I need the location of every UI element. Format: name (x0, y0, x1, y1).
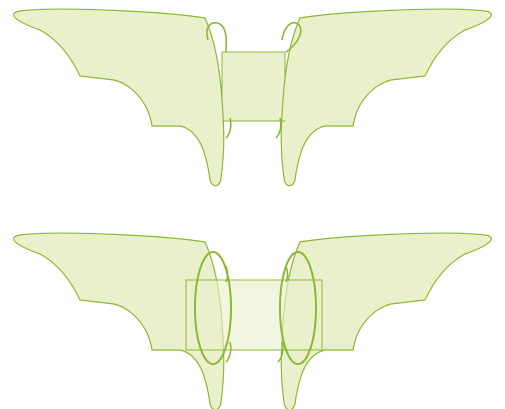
right-wing-top (281, 9, 491, 186)
wings-bottom (14, 233, 492, 409)
center-band-bottom (186, 280, 322, 350)
left-wing-top (14, 9, 224, 186)
wings-top (14, 9, 492, 186)
center-band-top (222, 52, 285, 121)
